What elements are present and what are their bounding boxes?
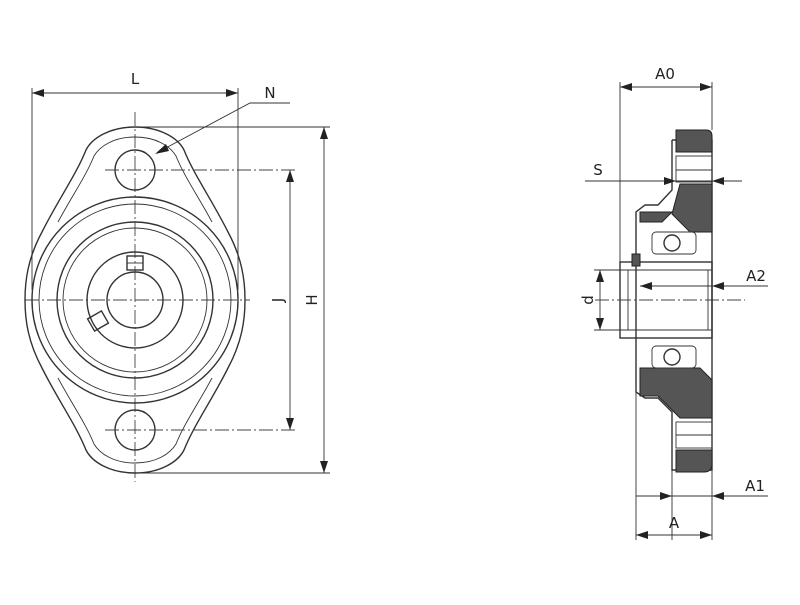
dim-A2-arrow-left — [640, 282, 652, 290]
dim-d-arrow-bottom — [596, 318, 604, 330]
dim-J-arrow-bottom — [286, 418, 294, 430]
label-d: d — [579, 295, 597, 305]
label-J: J — [269, 298, 287, 303]
label-H: H — [303, 294, 321, 305]
flange-inner-contour — [57, 136, 213, 464]
dim-H-arrow-top — [320, 127, 328, 139]
leader-N-arrow — [155, 144, 169, 154]
dim-S-arrow-left — [664, 177, 676, 185]
dim-A-arrow-right — [700, 531, 712, 539]
dim-A1-arrow-right — [712, 492, 724, 500]
housing-section-top — [671, 183, 713, 233]
side-view: A0 S A2 d A1 A — [579, 65, 768, 540]
dim-L-arrow-right — [226, 89, 238, 97]
bearing-ring-circle — [62, 227, 208, 373]
label-S: S — [593, 161, 603, 179]
bearing-ball-top — [663, 234, 681, 252]
housing-lip-top — [639, 211, 674, 223]
housing-outer-circle — [31, 196, 239, 404]
dim-J-arrow-top — [286, 170, 294, 182]
flange-section-bottom — [675, 449, 713, 473]
bore-circle — [106, 271, 164, 329]
label-A2: A2 — [746, 267, 766, 285]
leader-N — [161, 102, 290, 151]
bearing-outer-circle — [56, 221, 214, 379]
flange-section-top — [675, 129, 713, 153]
bearing-race-bottom — [651, 345, 697, 369]
dim-A1-arrow-left — [660, 492, 672, 500]
bolt-slot-top — [675, 155, 713, 183]
dim-A2-arrow-right — [712, 282, 724, 290]
inner-ring — [619, 261, 713, 339]
dim-S-arrow-right — [712, 177, 724, 185]
label-A: A — [669, 514, 680, 532]
label-N: N — [264, 84, 275, 102]
dim-H-arrow-bottom — [320, 461, 328, 473]
set-screw-section — [631, 253, 641, 267]
housing-section-bottom — [639, 367, 713, 419]
bearing-ball-bottom — [663, 348, 681, 366]
dim-L-arrow-left — [32, 89, 44, 97]
label-L: L — [131, 70, 140, 88]
dim-A-arrow-left — [636, 531, 648, 539]
dim-d-arrow-top — [596, 270, 604, 282]
dim-A0-arrow-left — [620, 83, 632, 91]
front-view: L N J H — [24, 70, 330, 482]
bearing-race-top — [651, 231, 697, 255]
dim-A0-arrow-right — [700, 83, 712, 91]
set-screw-side — [86, 309, 110, 333]
label-A0: A0 — [655, 65, 675, 83]
inner-ring-circle — [86, 251, 184, 349]
housing-ring-circle — [38, 203, 232, 397]
label-A1: A1 — [745, 477, 765, 495]
